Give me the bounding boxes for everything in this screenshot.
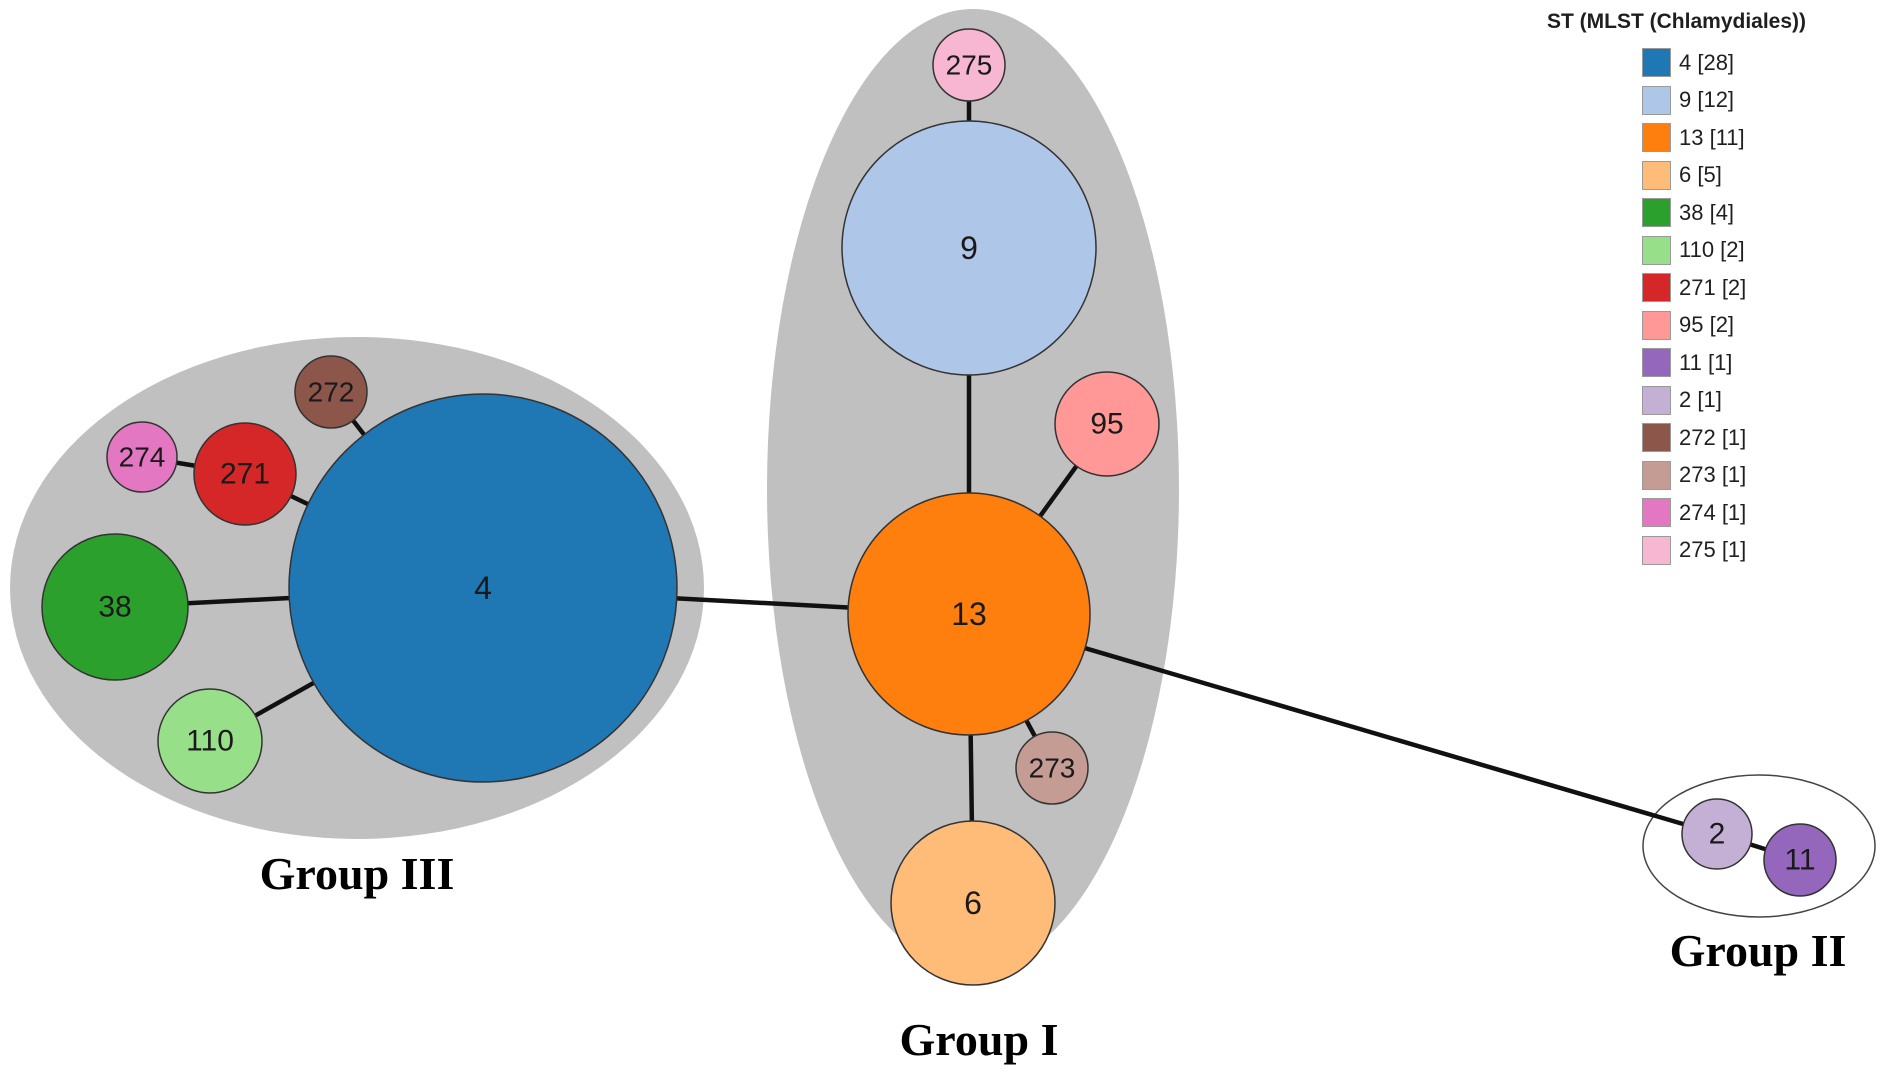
edge-13-2 <box>966 611 1720 837</box>
node-label-9: 9 <box>960 230 978 266</box>
node-circle-6 <box>890 820 1056 986</box>
node-circle-272 <box>294 355 368 429</box>
legend-label: 275 [1] <box>1679 537 1747 563</box>
legend-swatch <box>1642 460 1671 490</box>
legend-item: 9 [12] <box>1642 82 1873 120</box>
node-st-110[interactable]: 110 <box>157 688 263 794</box>
node-label-275: 275 <box>946 50 993 81</box>
node-label-274: 274 <box>119 442 166 473</box>
legend-label: 38 [4] <box>1679 199 1735 225</box>
node-circle-110 <box>157 688 263 794</box>
node-circle-4 <box>288 393 678 783</box>
legend-item: 11 [1] <box>1642 344 1873 382</box>
node-st-4[interactable]: 4 <box>288 393 678 783</box>
legend-swatch <box>1642 198 1671 228</box>
node-st-271[interactable]: 271 <box>193 422 297 526</box>
legend-item: 6 [5] <box>1642 157 1873 195</box>
legend-swatch <box>1642 273 1671 303</box>
legend-item: 38 [4] <box>1642 194 1873 232</box>
node-label-271: 271 <box>220 458 270 491</box>
node-label-95: 95 <box>1090 408 1123 441</box>
node-label-11: 11 <box>1784 844 1815 877</box>
legend-label: 2 [1] <box>1679 387 1722 413</box>
legend-swatch <box>1642 85 1671 115</box>
legend-swatch <box>1642 535 1671 565</box>
legend-label: 13 [11] <box>1679 124 1745 150</box>
node-label-110: 110 <box>186 725 234 758</box>
node-st-38[interactable]: 38 <box>41 533 189 681</box>
node-st-275[interactable]: 275 <box>932 28 1006 102</box>
node-circle-9 <box>841 120 1097 376</box>
node-label-272: 272 <box>308 377 355 408</box>
legend-list: 4 [28] 9 [12] 13 [11] 6 [5] 38 [4] 110 [2] 271… <box>1642 44 1873 569</box>
group-iii-label: Group III <box>260 848 455 899</box>
legend: ST (MLST (Chlamydiales)) 4 [28] 9 [12] 13 … <box>1538 10 1873 569</box>
node-label-13: 13 <box>951 596 987 632</box>
node-circle-95 <box>1054 371 1160 477</box>
node-label-273: 273 <box>1029 753 1076 784</box>
legend-swatch <box>1642 310 1671 340</box>
node-st-11[interactable]: 11 <box>1763 823 1837 897</box>
node-st-95[interactable]: 95 <box>1054 371 1160 477</box>
node-circle-274 <box>106 421 178 493</box>
legend-item: 273 [1] <box>1642 457 1873 495</box>
node-circle-271 <box>193 422 297 526</box>
group-i-label: Group I <box>900 1014 1059 1065</box>
legend-item: 95 [2] <box>1642 307 1873 345</box>
legend-swatch <box>1642 48 1671 78</box>
node-st-2[interactable]: 2 <box>1681 798 1753 870</box>
legend-item: 275 [1] <box>1642 532 1873 570</box>
legend-item: 271 [2] <box>1642 269 1873 307</box>
node-st-273[interactable]: 273 <box>1015 731 1089 805</box>
legend-item: 4 [28] <box>1642 44 1873 82</box>
legend-label: 95 [2] <box>1679 312 1735 338</box>
legend-item: 13 [11] <box>1642 119 1873 157</box>
node-st-274[interactable]: 274 <box>106 421 178 493</box>
legend-label: 6 [5] <box>1679 162 1722 188</box>
legend-swatch <box>1642 235 1671 265</box>
node-label-4: 4 <box>474 570 492 606</box>
node-st-13[interactable]: 13 <box>847 492 1091 736</box>
node-circle-13 <box>847 492 1091 736</box>
legend-item: 110 [2] <box>1642 232 1873 270</box>
legend-label: 9 [12] <box>1679 87 1735 113</box>
legend-swatch <box>1642 348 1671 378</box>
node-circle-38 <box>41 533 189 681</box>
node-label-38: 38 <box>98 591 131 624</box>
node-label-2: 2 <box>1709 818 1726 851</box>
node-st-6[interactable]: 6 <box>890 820 1056 986</box>
legend-label: 11 [1] <box>1679 349 1733 375</box>
legend-item: 272 [1] <box>1642 419 1873 457</box>
legend-label: 274 [1] <box>1679 499 1747 525</box>
legend-swatch <box>1642 498 1671 528</box>
legend-label: 271 [2] <box>1679 274 1747 300</box>
legend-swatch <box>1642 160 1671 190</box>
legend-label: 110 [2] <box>1679 237 1745 263</box>
legend-swatch <box>1642 423 1671 453</box>
node-st-9[interactable]: 9 <box>841 120 1097 376</box>
legend-label: 272 [1] <box>1679 424 1747 450</box>
node-label-6: 6 <box>964 885 982 921</box>
legend-label: 4 [28] <box>1679 49 1735 75</box>
legend-item: 274 [1] <box>1642 494 1873 532</box>
node-circle-273 <box>1015 731 1089 805</box>
legend-title: ST (MLST (Chlamydiales)) <box>1547 10 1807 33</box>
legend-label: 273 [1] <box>1679 462 1747 488</box>
node-circle-275 <box>932 28 1006 102</box>
node-circle-2 <box>1681 798 1753 870</box>
legend-swatch <box>1642 385 1671 415</box>
node-st-272[interactable]: 272 <box>294 355 368 429</box>
legend-item: 2 [1] <box>1642 382 1873 420</box>
group-ii-label: Group II <box>1670 925 1847 976</box>
node-circle-11 <box>1763 823 1837 897</box>
legend-swatch <box>1642 123 1671 153</box>
